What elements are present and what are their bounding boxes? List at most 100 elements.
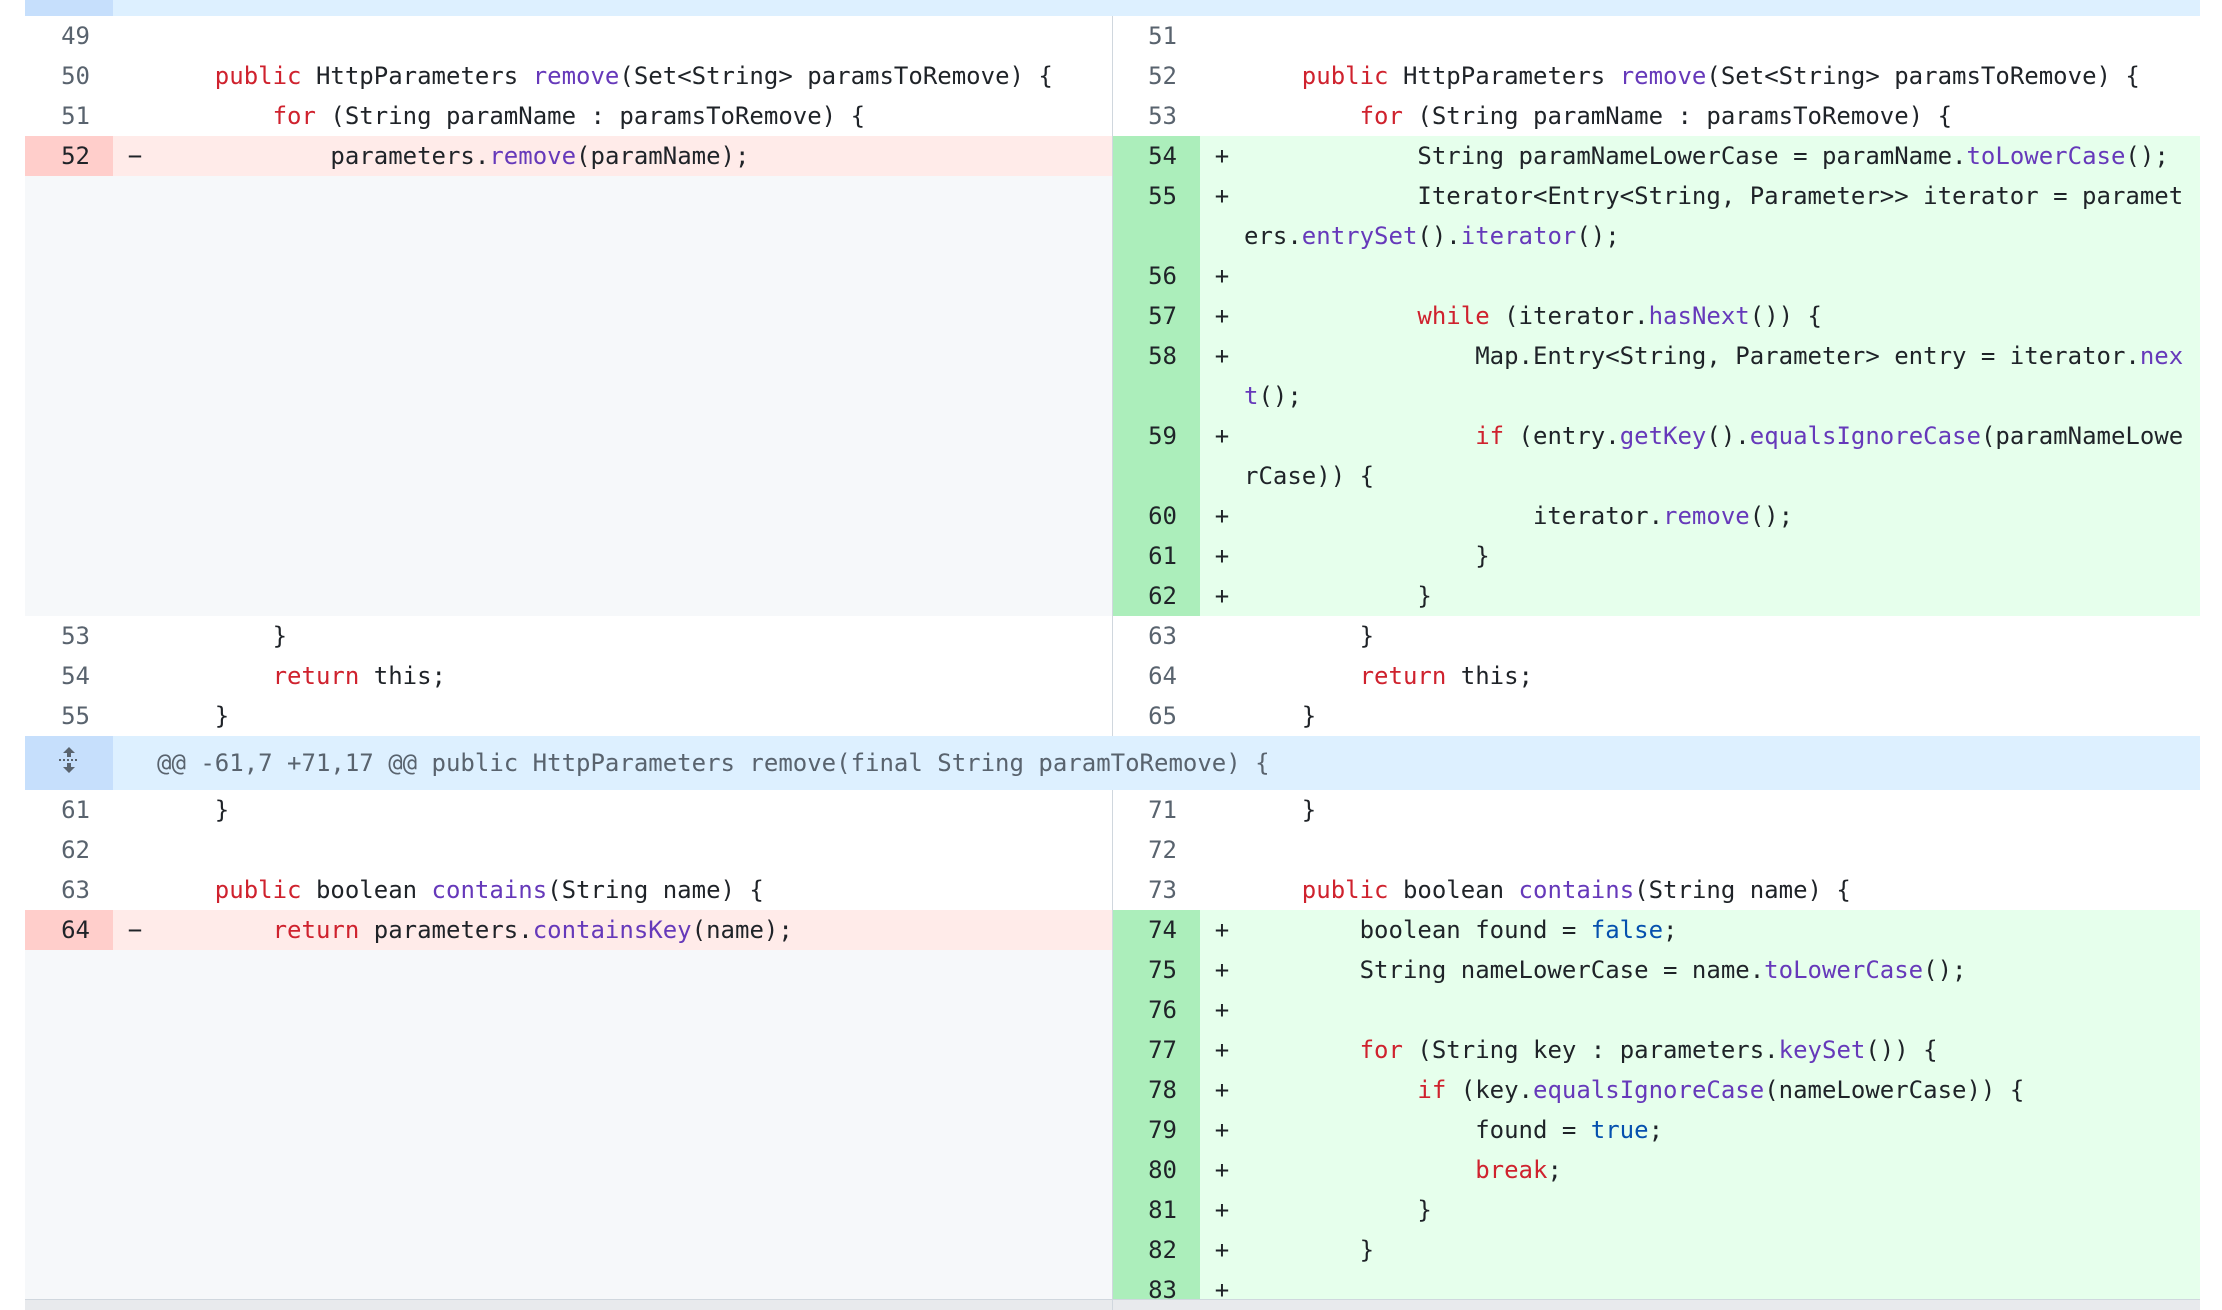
- code-token: [157, 876, 215, 904]
- change-marker: +: [1214, 996, 1230, 1024]
- code-line: return this;: [157, 656, 1112, 696]
- line-number[interactable]: 60: [1112, 496, 1200, 536]
- column-divider: [1112, 870, 1113, 910]
- line-number[interactable]: 53: [25, 616, 113, 656]
- line-number[interactable]: 52: [25, 136, 113, 176]
- code-token: [1244, 876, 1302, 904]
- line-number[interactable]: 77: [1112, 1030, 1200, 1070]
- line-number[interactable]: 78: [1112, 1070, 1200, 1110]
- code-line: [1244, 256, 2200, 296]
- line-number[interactable]: 55: [1112, 176, 1200, 256]
- added-line: 75+ String nameLowerCase = name.toLowerC…: [1112, 950, 2200, 990]
- line-number[interactable]: 52: [1112, 56, 1200, 96]
- line-number[interactable]: 71: [1112, 790, 1200, 830]
- line-number[interactable]: 81: [1112, 1190, 1200, 1230]
- keyword-token: if: [1417, 1076, 1447, 1104]
- change-marker: +: [1214, 956, 1230, 984]
- line-number[interactable]: 54: [25, 656, 113, 696]
- added-line: 58+ Map.Entry<String, Parameter> entry =…: [1112, 336, 2200, 416]
- line-number[interactable]: 79: [1112, 1110, 1200, 1150]
- added-line: 60+ iterator.remove();: [1112, 496, 2200, 536]
- code-line: String paramNameLowerCase = paramName.to…: [1244, 136, 2200, 176]
- line-number[interactable]: 50: [25, 56, 113, 96]
- code-token: (nameLowerCase)) {: [1764, 1076, 2025, 1104]
- line-number[interactable]: 62: [1112, 576, 1200, 616]
- deleted-line: 64− return parameters.containsKey(name);: [25, 910, 1112, 950]
- line-number[interactable]: 53: [1112, 96, 1200, 136]
- line-number[interactable]: 59: [1112, 416, 1200, 496]
- function-token: keySet: [1778, 1036, 1866, 1064]
- change-marker: [113, 616, 157, 656]
- code-token: (Set<String> paramsToRemove) {: [1706, 62, 2140, 90]
- line-number[interactable]: 65: [1112, 696, 1200, 736]
- change-marker: [1200, 870, 1244, 910]
- line-number[interactable]: 63: [25, 870, 113, 910]
- empty-placeholder: [25, 176, 1112, 616]
- line-number[interactable]: 54: [1112, 136, 1200, 176]
- code-token: ().: [1706, 422, 1750, 450]
- change-marker: [113, 56, 157, 96]
- column-divider: [1112, 616, 1113, 656]
- added-line: 82+ }: [1112, 1230, 2200, 1270]
- line-number[interactable]: 72: [1112, 830, 1200, 870]
- code-line: found = true;: [1244, 1110, 2200, 1150]
- added-line: 61 + }: [1112, 536, 2200, 576]
- change-marker: [1200, 656, 1244, 696]
- right-change-column: 74+ boolean found = false;75+ String nam…: [1112, 910, 2200, 1310]
- change-marker: [113, 790, 157, 830]
- line-number[interactable]: 64: [1112, 656, 1200, 696]
- line-number[interactable]: 63: [1112, 616, 1200, 656]
- line-number[interactable]: 64: [25, 910, 113, 950]
- code-token: [157, 102, 273, 130]
- code-token: ();: [1923, 956, 1967, 984]
- line-number[interactable]: 51: [25, 96, 113, 136]
- code-token: this;: [359, 662, 446, 690]
- code-line: }: [1244, 1230, 2200, 1270]
- line-number[interactable]: 58: [1112, 336, 1200, 416]
- left-side: 50 public HttpParameters remove(Set<Stri…: [25, 56, 1112, 96]
- function-token: next: [1244, 342, 2184, 410]
- code-token: }: [1244, 622, 1375, 650]
- code-token: HttpParameters: [301, 62, 533, 90]
- change-marker: [1200, 696, 1244, 736]
- code-token: String paramNameLowerCase = paramName.: [1244, 142, 1967, 170]
- function-token: equalsIgnoreCase: [1749, 422, 1981, 450]
- line-number[interactable]: 49: [25, 16, 113, 56]
- line-number[interactable]: 56: [1112, 256, 1200, 296]
- code-line: public boolean contains(String name) {: [1244, 870, 2200, 910]
- line-number[interactable]: 82: [1112, 1230, 1200, 1270]
- line-number[interactable]: 74: [1112, 910, 1200, 950]
- keyword-token: for: [1359, 1036, 1403, 1064]
- hunk-expand-gutter[interactable]: [25, 0, 113, 16]
- diff-section-1: 49 51 50 public HttpParameters remove(Se…: [25, 16, 2200, 736]
- line-number[interactable]: 80: [1112, 1150, 1200, 1190]
- change-marker: +: [1214, 422, 1230, 450]
- column-divider: [1112, 16, 1113, 56]
- line-number[interactable]: 75: [1112, 950, 1200, 990]
- code-token: (String key : parameters.: [1402, 1036, 1779, 1064]
- line-number[interactable]: 61: [1112, 536, 1200, 576]
- diff-row: 50 public HttpParameters remove(Set<Stri…: [25, 56, 2200, 96]
- code-token: }: [1244, 542, 1490, 570]
- added-line: 74+ boolean found = false;: [1112, 910, 2200, 950]
- line-number[interactable]: 76: [1112, 990, 1200, 1030]
- line-number[interactable]: 61: [25, 790, 113, 830]
- line-number[interactable]: 55: [25, 696, 113, 736]
- code-line: while (iterator.hasNext()) {: [1244, 296, 2200, 336]
- hunk-header: @@ -61,7 +71,17 @@ public HttpParameters…: [25, 736, 2200, 790]
- line-number[interactable]: 51: [1112, 16, 1200, 56]
- change-marker: +: [1214, 142, 1230, 170]
- line-number[interactable]: 57: [1112, 296, 1200, 336]
- line-number[interactable]: 73: [1112, 870, 1200, 910]
- code-token: [157, 916, 273, 944]
- unfold-icon[interactable]: [56, 745, 82, 781]
- code-line: iterator.remove();: [1244, 496, 2200, 536]
- expand-button[interactable]: [25, 736, 113, 790]
- code-token: [157, 662, 273, 690]
- function-token: toLowerCase: [1966, 142, 2126, 170]
- code-line: Map.Entry<String, Parameter> entry = ite…: [1244, 336, 2200, 416]
- code-token: Map.Entry<String, Parameter> entry = ite…: [1244, 342, 2140, 370]
- line-number[interactable]: 62: [25, 830, 113, 870]
- change-marker: +: [1214, 542, 1230, 570]
- code-line: Iterator<Entry<String, Parameter>> itera…: [1244, 176, 2200, 256]
